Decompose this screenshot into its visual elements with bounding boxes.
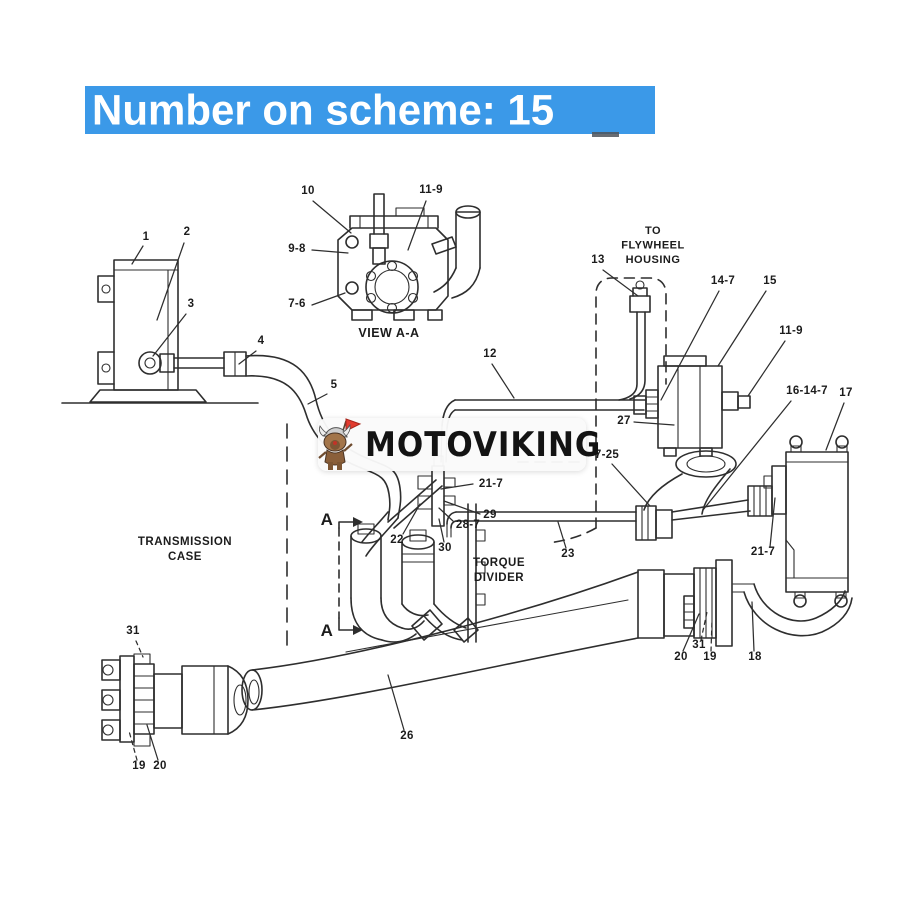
callout-label: 31: [126, 625, 140, 637]
callout-leader-line: [769, 497, 776, 548]
callout-label: 2: [184, 226, 191, 238]
callout-leader-line: [702, 400, 792, 511]
callout-label: 31: [692, 639, 706, 651]
callout-label: 12: [483, 348, 496, 360]
return-pipe-and-coupling: [637, 559, 853, 647]
left-connector-assembly: [101, 653, 249, 747]
callout-label: 20: [674, 651, 687, 663]
callout-leader-line: [682, 613, 700, 652]
callout-leader-line: [633, 421, 675, 426]
callout-label: 7-25: [595, 449, 620, 461]
callout-label: 28-7: [456, 519, 480, 531]
callout-label: 19: [132, 760, 145, 772]
left-filter-bracket-assembly: [61, 259, 259, 404]
callout-leader-line: [438, 518, 445, 543]
section-label-view-a-a: VIEW A-A: [358, 326, 419, 340]
watermark-pill: MOTOVIKING: [318, 418, 600, 471]
underline-artifact: [592, 132, 619, 137]
callout-label: 15: [763, 275, 777, 287]
callout-leader-line: [602, 269, 639, 297]
callout-leader-line: [402, 503, 421, 535]
callout-leader-line: [710, 619, 713, 652]
right-valve-assembly: [785, 435, 849, 608]
callout-label: 14-7: [711, 275, 735, 287]
section-label-section-a-bottom: A: [321, 621, 334, 640]
callout-leader-line: [312, 200, 352, 234]
callout-label: 21-7: [479, 478, 503, 490]
callout-leader-line: [557, 521, 567, 549]
callout-leader-line: [443, 500, 481, 515]
callout-leader-line: [238, 350, 257, 365]
callout-label: 11-9: [419, 184, 443, 196]
callout-label: 1: [143, 231, 150, 243]
callout-leader-line: [135, 640, 144, 658]
callout-leader-line: [407, 200, 427, 251]
callout-label: 4: [258, 335, 265, 347]
callout-label: 29: [483, 509, 496, 521]
callout-leader-line: [700, 611, 708, 641]
callout-label: 3: [188, 298, 195, 310]
callout-leader-line: [751, 601, 755, 652]
callout-leader-line: [611, 463, 651, 507]
vent-tube-13: [618, 280, 651, 401]
callout-leader-line: [440, 483, 474, 490]
scheme-number-title: Number on scheme: 15: [92, 85, 555, 134]
callout-leader-line: [311, 292, 346, 306]
callout-leader-line: [152, 313, 187, 357]
callout-label: 11-9: [779, 325, 803, 337]
callout-label: 20: [153, 760, 166, 772]
flywheel-pump-assembly: [633, 355, 751, 515]
watermark-brand-text: MOTOVIKING: [365, 424, 602, 465]
viking-dog-mascot-icon: [318, 418, 362, 470]
callout-leader-line: [747, 340, 786, 397]
torque-divider-assembly: [345, 455, 629, 653]
callout-label: 13: [591, 254, 604, 266]
callout-leader-line: [387, 674, 405, 731]
scheme-number-banner: Number on scheme: 15: [85, 86, 655, 134]
section-line-a-a: [338, 517, 363, 635]
callout-leader-line: [660, 290, 720, 401]
callout-label: 27: [617, 415, 630, 427]
suction-hose-26: [241, 571, 639, 711]
callout-label: 23: [561, 548, 574, 560]
callout-leader-line: [307, 393, 328, 405]
callout-label: 9-8: [288, 243, 306, 255]
callout-leader-line: [146, 724, 159, 761]
callout-label: 16-14-7: [786, 385, 828, 397]
callout-leader-line: [717, 290, 767, 367]
view-aa-valve-assembly: [337, 193, 481, 321]
callout-label: 5: [331, 379, 338, 391]
callout-label: 19: [703, 651, 716, 663]
callout-label: 22: [390, 534, 403, 546]
callout-leader-line: [128, 730, 138, 761]
callout-label: 7-6: [288, 298, 306, 310]
callout-leader-line: [311, 249, 349, 254]
section-label-section-a-top: A: [321, 510, 334, 529]
callout-label: 21-7: [751, 546, 775, 558]
callout-leader-line: [156, 242, 185, 321]
callout-leader-line: [438, 507, 454, 522]
callout-label: 10: [301, 185, 314, 197]
callout-label: 18: [748, 651, 762, 663]
callout-leader-line: [825, 402, 845, 451]
callout-label: 26: [400, 730, 413, 742]
callout-label: 30: [438, 542, 451, 554]
callout-leader-line: [131, 245, 144, 265]
callout-label: 17: [839, 387, 852, 399]
callout-leader-line: [491, 363, 515, 399]
